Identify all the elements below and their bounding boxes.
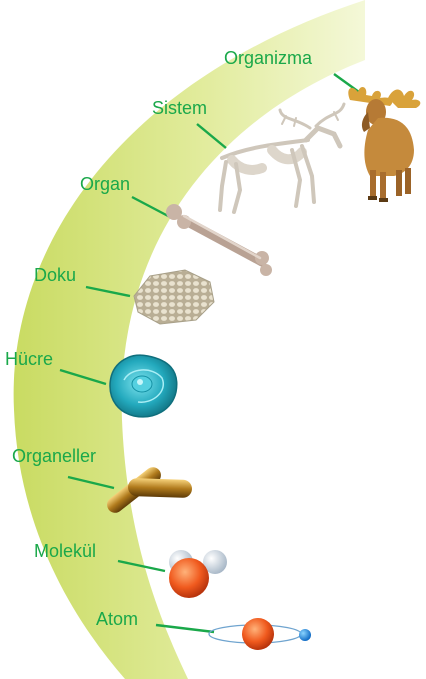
label-doku: Doku	[34, 265, 76, 285]
label-organeller: Organeller	[12, 446, 96, 466]
cell-illustration	[110, 355, 177, 417]
label-organizma: Organizma	[224, 48, 312, 68]
bone-illustration	[166, 204, 272, 276]
tissue-illustration	[134, 270, 214, 324]
label-molekul: Molekül	[34, 541, 96, 561]
label-sistem: Sistem	[152, 98, 207, 118]
label-atom: Atom	[96, 609, 138, 629]
molecule-illustration	[169, 550, 227, 598]
label-hucre: Hücre	[5, 349, 53, 369]
moose-illustration	[348, 87, 420, 202]
label-organ: Organ	[80, 174, 130, 194]
atom-illustration	[209, 618, 311, 650]
